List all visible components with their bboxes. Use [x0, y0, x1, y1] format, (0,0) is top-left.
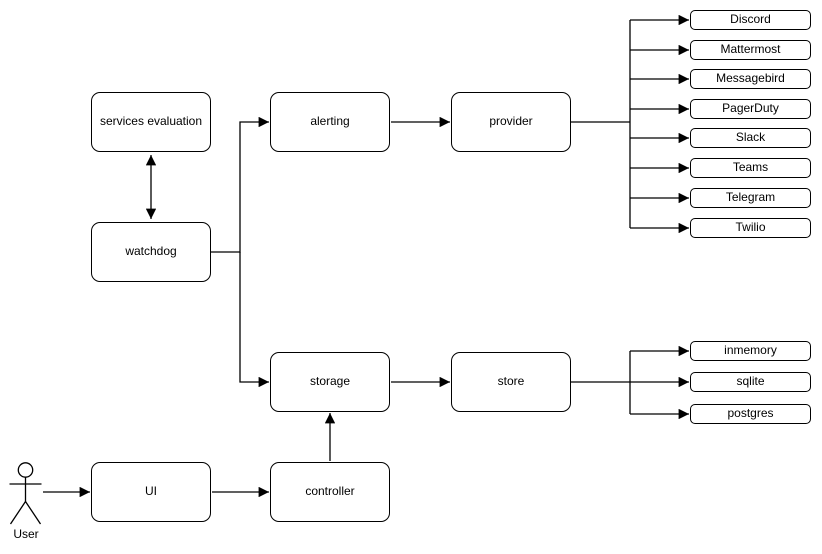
node-provider-messagebird: Messagebird: [690, 69, 811, 89]
node-provider-pagerduty: PagerDuty: [690, 99, 811, 119]
node-provider-twilio: Twilio: [690, 218, 811, 238]
node-provider-telegram: Telegram: [690, 188, 811, 208]
store-inmemory-label: inmemory: [724, 343, 777, 358]
node-store-label: store: [497, 374, 525, 389]
node-storage: storage: [270, 352, 390, 412]
user-actor-icon: [9, 462, 42, 525]
edge-watchdog-alerting: [211, 116, 269, 253]
provider-discord-label: Discord: [730, 12, 771, 27]
node-store-inmemory: inmemory: [690, 341, 811, 361]
store-postgres-label: postgres: [727, 406, 774, 421]
node-services-evaluation-label: services evaluation: [99, 114, 203, 129]
node-store: store: [451, 352, 571, 412]
node-controller-label: controller: [305, 484, 355, 499]
node-provider-mattermost: Mattermost: [690, 40, 811, 60]
provider-messagebird-label: Messagebird: [716, 71, 785, 86]
edge-watchdog-storage: [239, 252, 269, 388]
node-provider-slack: Slack: [690, 128, 811, 148]
node-store-postgres: postgres: [690, 404, 811, 424]
node-alerting-label: alerting: [310, 114, 350, 129]
node-provider: provider: [451, 92, 571, 152]
node-provider-teams: Teams: [690, 158, 811, 178]
node-services-evaluation: services evaluation: [91, 92, 211, 152]
provider-twilio-label: Twilio: [735, 220, 766, 235]
node-watchdog-label: watchdog: [125, 244, 177, 259]
provider-mattermost-label: Mattermost: [720, 42, 781, 57]
store-sqlite-label: sqlite: [736, 374, 765, 389]
node-store-sqlite: sqlite: [690, 372, 811, 392]
provider-telegram-label: Telegram: [725, 190, 776, 205]
user-actor-label: User: [13, 527, 39, 541]
node-ui-label: UI: [145, 484, 157, 499]
node-provider-label: provider: [489, 114, 533, 129]
provider-slack-label: Slack: [735, 130, 766, 145]
node-watchdog: watchdog: [91, 222, 211, 282]
node-ui: UI: [91, 462, 211, 522]
node-alerting: alerting: [270, 92, 390, 152]
node-provider-discord: Discord: [690, 10, 811, 30]
node-storage-label: storage: [309, 374, 351, 389]
provider-teams-label: Teams: [732, 160, 769, 175]
provider-pagerduty-label: PagerDuty: [722, 101, 779, 116]
node-controller: controller: [270, 462, 390, 522]
